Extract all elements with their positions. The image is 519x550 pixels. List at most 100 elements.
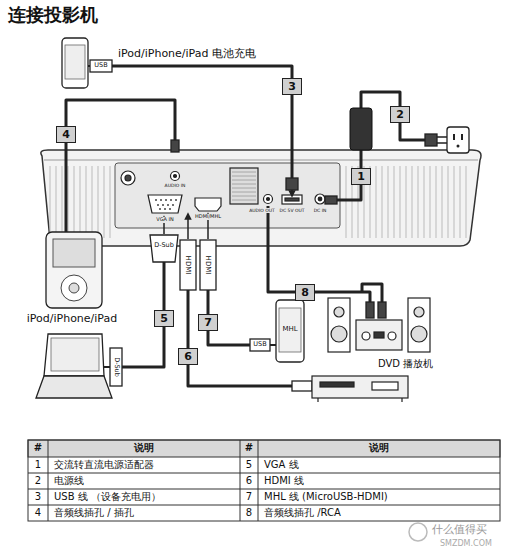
projector-ports (315, 194, 325, 204)
callout-box: 6 (178, 348, 198, 365)
cables (66, 66, 425, 386)
ipod (53, 239, 95, 267)
callout-box: 3 (282, 78, 302, 95)
projector-body (406, 166, 407, 238)
ipod (46, 232, 102, 308)
dvd-player (312, 376, 408, 398)
projector-body (454, 166, 455, 238)
plugs (437, 137, 447, 143)
projector-body (346, 166, 347, 238)
projector-body (430, 166, 431, 238)
projector-ports (169, 208, 171, 210)
projector-ports (230, 168, 258, 204)
power-adapter (457, 145, 460, 148)
cables (270, 344, 276, 346)
phone-top (65, 45, 85, 79)
projector-ports (155, 199, 177, 210)
projector-ports (162, 204, 164, 206)
projector-ports (170, 199, 172, 201)
projector-body (80, 166, 81, 238)
table-header: # (34, 442, 42, 454)
table-cell: 6 (246, 475, 252, 487)
projector-body (50, 166, 51, 238)
laptop (36, 376, 112, 398)
table-header: 说明 (134, 442, 154, 454)
watermark-logo (409, 523, 427, 541)
audio-system (328, 298, 350, 352)
projector-ports (172, 204, 174, 206)
device-caption: DVD 播放机 (378, 358, 433, 370)
projector-body (92, 166, 93, 238)
projector-ports (174, 175, 177, 178)
mhl-phone (276, 300, 304, 362)
audio-system (408, 298, 430, 352)
direction-arrows (291, 190, 293, 194)
dvd-player (372, 382, 398, 390)
plug-label: USB (252, 341, 267, 348)
table-header: # (245, 442, 253, 454)
watermark-logo (409, 523, 427, 541)
plugs (425, 134, 437, 146)
plugs (366, 302, 374, 318)
phone-top (62, 38, 90, 88)
power-adapter (461, 134, 463, 140)
projector-body (412, 166, 413, 238)
phone-top (62, 38, 88, 88)
callout-box: 7 (198, 314, 218, 331)
ipod (46, 232, 102, 308)
projector-body (41, 150, 481, 246)
table-cell: USB 线 （设备充电用） (54, 491, 161, 503)
projector-body (68, 166, 69, 238)
cables (268, 206, 370, 302)
audio-system (334, 307, 344, 317)
table-header: 说明 (369, 442, 389, 454)
plugs (90, 60, 447, 391)
projector-ports (159, 208, 161, 210)
power-adapter (453, 134, 455, 140)
projector-body (400, 166, 401, 238)
audio-system (331, 326, 347, 342)
projector-ports (160, 199, 162, 201)
device-caption: iPod/iPhone/iPad (27, 313, 117, 326)
direction-arrows (164, 190, 292, 239)
table-cell: HDMI 线 (264, 475, 304, 487)
projector-body (62, 166, 63, 238)
callout-box: 1 (351, 168, 371, 185)
cables (362, 284, 382, 302)
callout-number: 2 (396, 109, 404, 120)
projector-body (86, 166, 87, 238)
projector-ports (232, 200, 256, 201)
table-grid (28, 440, 500, 457)
projector-body (436, 166, 437, 238)
dvd-player (320, 382, 354, 387)
port-label: DC IN (313, 208, 328, 213)
plugs (110, 348, 122, 386)
plug-label: D-Sub (153, 242, 175, 249)
projector-body (418, 166, 419, 238)
plug-label: USB (93, 62, 108, 69)
projector-body (41, 150, 481, 246)
table-cell: MHL 线 (MicroUSB-HDMI) (264, 491, 388, 503)
callout-number: 8 (301, 287, 309, 298)
projector-ports (157, 204, 159, 206)
laptop (104, 366, 110, 368)
plugs (325, 196, 337, 204)
plug-label: HDMI (184, 255, 192, 276)
callout-number: 4 (62, 129, 70, 140)
projector-body (442, 166, 443, 238)
power-adapter (350, 108, 372, 150)
plugs (180, 240, 196, 290)
ipod (61, 275, 87, 301)
callout-box: 4 (56, 126, 76, 143)
projector-ports (232, 188, 256, 189)
plugs (286, 178, 298, 190)
laptop (36, 334, 112, 398)
table-cell: 交流转直流电源适配器 (54, 459, 154, 471)
callout-number: 1 (357, 171, 365, 182)
projector-body (424, 166, 425, 238)
projector-ports (165, 199, 167, 201)
callout-number: 6 (184, 351, 192, 362)
table-cell: 4 (35, 507, 41, 519)
cables (112, 66, 292, 180)
port-label: DC 5V OUT (279, 208, 306, 213)
